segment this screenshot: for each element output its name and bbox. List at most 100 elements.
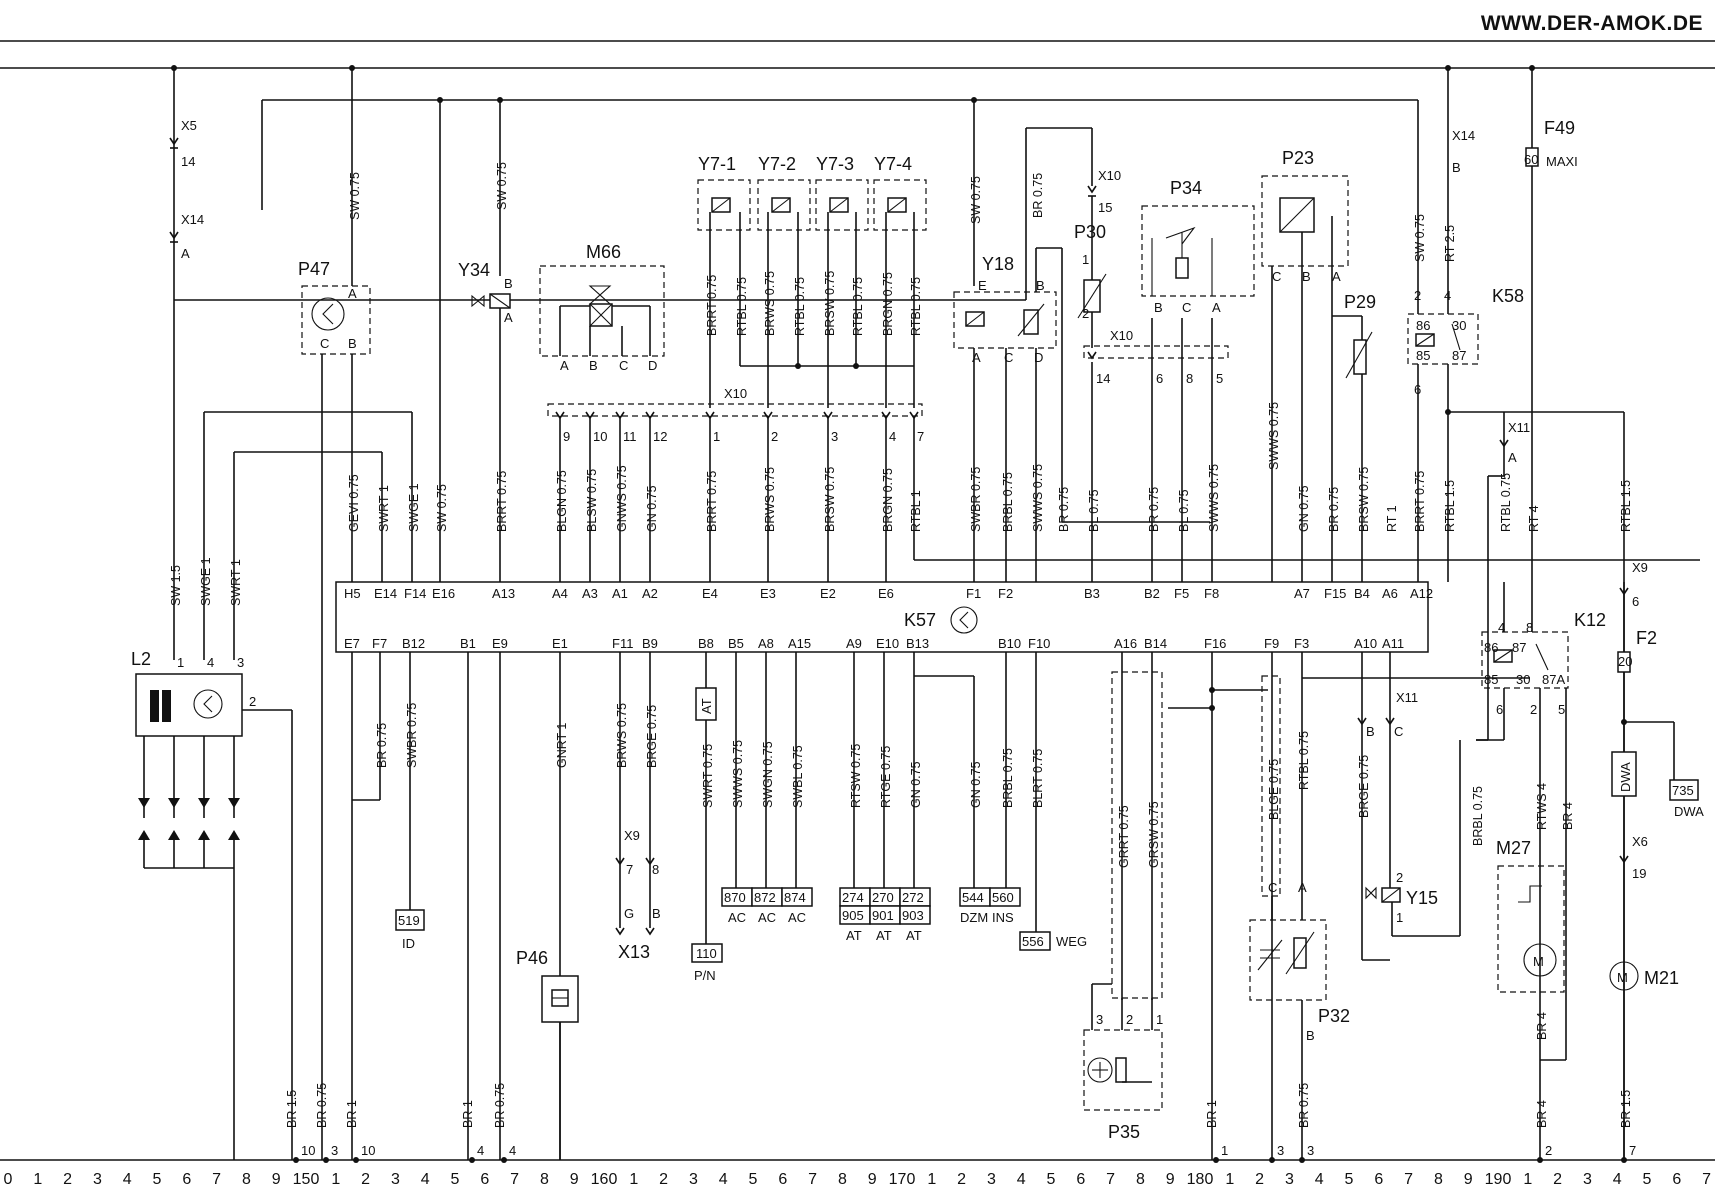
x13-pin-g: G — [624, 906, 634, 921]
x10-pin-arrow — [615, 411, 625, 420]
wire-label-w_f9: BLGE 0.75 — [1267, 759, 1281, 820]
wire-label-w_e4: BRRT 0.75 — [705, 471, 719, 532]
m21-letter: M — [1617, 970, 1628, 985]
y18-pin-d: D — [1034, 350, 1043, 365]
ground-label: 2 — [1545, 1143, 1552, 1158]
ruler-tick-label: 6 — [1076, 1171, 1085, 1188]
p46-label: P46 — [516, 948, 548, 968]
k57-bottom-pin: B9 — [642, 636, 658, 651]
wire-label-g_br1: BR 1 — [345, 1100, 359, 1128]
k57-bottom-pin: A10 — [1354, 636, 1377, 651]
p34-pin-a: A — [1212, 300, 1221, 315]
wire-label-w_e10: RTGE 0.75 — [879, 746, 893, 808]
y7-4-label: Y7-4 — [874, 154, 912, 174]
y7-1-label: Y7-1 — [698, 154, 736, 174]
ground-junction — [1537, 1157, 1543, 1163]
wire-label-w_b3b: BR 0.75 — [1057, 487, 1071, 532]
wire-y7-brgn: BRGN 0.75 — [881, 272, 895, 336]
x14b-label: X14 — [1452, 128, 1475, 143]
k57-top-pin: F2 — [998, 586, 1013, 601]
p29-sensor — [1332, 315, 1373, 582]
ruler-tick-label: 3 — [1583, 1171, 1592, 1188]
ruler-tick-label: 4 — [719, 1171, 728, 1188]
x9a-label: X9 — [1632, 560, 1648, 575]
ruler-tick-label: 3 — [93, 1171, 102, 1188]
ruler-tick-label: 6 — [1374, 1171, 1383, 1188]
x10b-pin: 14 — [1096, 371, 1110, 386]
ruler-tick-label: 6 — [480, 1171, 489, 1188]
ruler-tick-label: 160 — [591, 1171, 618, 1188]
wire-label-w_b2: BR 0.75 — [1147, 487, 1161, 532]
k57-label: K57 — [904, 610, 936, 630]
ruler-tick-label: 1 — [331, 1171, 340, 1188]
wire-label-w_e6: BRGN 0.75 — [881, 468, 895, 532]
ruler-tick-label: 8 — [838, 1171, 847, 1188]
k57-bottom-pin: E7 — [344, 636, 360, 651]
k58-label: K58 — [1492, 286, 1524, 306]
ruler-tick-label: 1 — [927, 1171, 936, 1188]
ruler-tick-label: 7 — [212, 1171, 221, 1188]
wire-label-w_h5: GEVI 0.75 — [347, 474, 361, 532]
x10-pin-arrow — [823, 411, 833, 420]
wire-sw075-top: SW 0.75 — [348, 172, 362, 220]
p34-pin-c: C — [1182, 300, 1191, 315]
k57-bottom-pin: F11 — [612, 636, 633, 651]
x14b-pin: B — [1452, 160, 1461, 175]
ref-735-text: DWA — [1674, 804, 1704, 819]
x10-pin-label: 1 — [713, 429, 720, 444]
wire-swrt: SWRT 1 — [229, 559, 243, 606]
x5-pin: 14 — [181, 154, 195, 169]
p47-pin-c: C — [320, 336, 329, 351]
y7-3-label: Y7-3 — [816, 154, 854, 174]
ground-junction — [1213, 1157, 1219, 1163]
x5-label: X5 — [181, 118, 197, 133]
k58-pin-85: 85 — [1416, 348, 1430, 363]
wire-label-w_a4: BLGN 0.75 — [555, 470, 569, 532]
ruler-tick-label: 0 — [4, 1171, 13, 1188]
l2-component — [135, 673, 293, 1160]
ruler-tick-label: 150 — [293, 1171, 320, 1188]
wire-label-w_b13: GN 0.75 — [909, 761, 923, 808]
wire-y7-brrt: BRRT 0.75 — [705, 275, 719, 336]
wire-label-w_y15: BRGE 0.75 — [1357, 755, 1371, 818]
k57-top-pin: A13 — [492, 586, 515, 601]
ruler-tick-label: 1 — [33, 1171, 42, 1188]
k57-top-pin: F1 — [966, 586, 981, 601]
k57-top-pin: F5 — [1174, 586, 1189, 601]
wire-swge: SWGE 1 — [199, 557, 213, 606]
x10-pin-label: 2 — [771, 429, 778, 444]
k57-bottom-pin: F9 — [1264, 636, 1279, 651]
y34-pin-a: A — [504, 310, 513, 325]
x13-pin-b: B — [652, 906, 661, 921]
wire-label-g_br1c: BR 1 — [1205, 1100, 1219, 1128]
k57-arrow-icon — [959, 611, 969, 629]
k12-pin-86: 86 — [1484, 640, 1498, 655]
x10b-pin-8: 8 — [1186, 371, 1193, 386]
k57-bottom-pin: A16 — [1114, 636, 1137, 651]
f2-label: F2 — [1636, 628, 1657, 648]
ground-junction — [1299, 1157, 1305, 1163]
x10-pin-arrow — [881, 411, 891, 420]
ruler-tick-label: 7 — [808, 1171, 817, 1188]
y15-pin-2: 2 — [1396, 870, 1403, 885]
ground-junction — [469, 1157, 475, 1163]
ref-544-text: DZM — [960, 910, 988, 925]
x10-pin-arrow — [909, 411, 919, 420]
ref-872: 872 — [754, 890, 776, 905]
ruler-tick-label: 6 — [182, 1171, 191, 1188]
ruler-tick-label: 5 — [1047, 1171, 1056, 1188]
ground-junction — [1269, 1157, 1275, 1163]
wire-label-w_a13: BRRT 0.75 — [495, 471, 509, 532]
wire-label-w_b4: BRSW 0.75 — [1357, 467, 1371, 532]
ruler-tick-label: 2 — [63, 1171, 72, 1188]
ruler-tick-label: 8 — [540, 1171, 549, 1188]
k57-bottom-pin: B14 — [1144, 636, 1167, 651]
ref-519-box — [395, 909, 425, 931]
wire-label-w_e2: BRSW 0.75 — [823, 467, 837, 532]
k12-pin-87: 87 — [1512, 640, 1526, 655]
ref-556: 556 — [1022, 934, 1044, 949]
wire-y18-sw: SW 0.75 — [969, 176, 983, 224]
